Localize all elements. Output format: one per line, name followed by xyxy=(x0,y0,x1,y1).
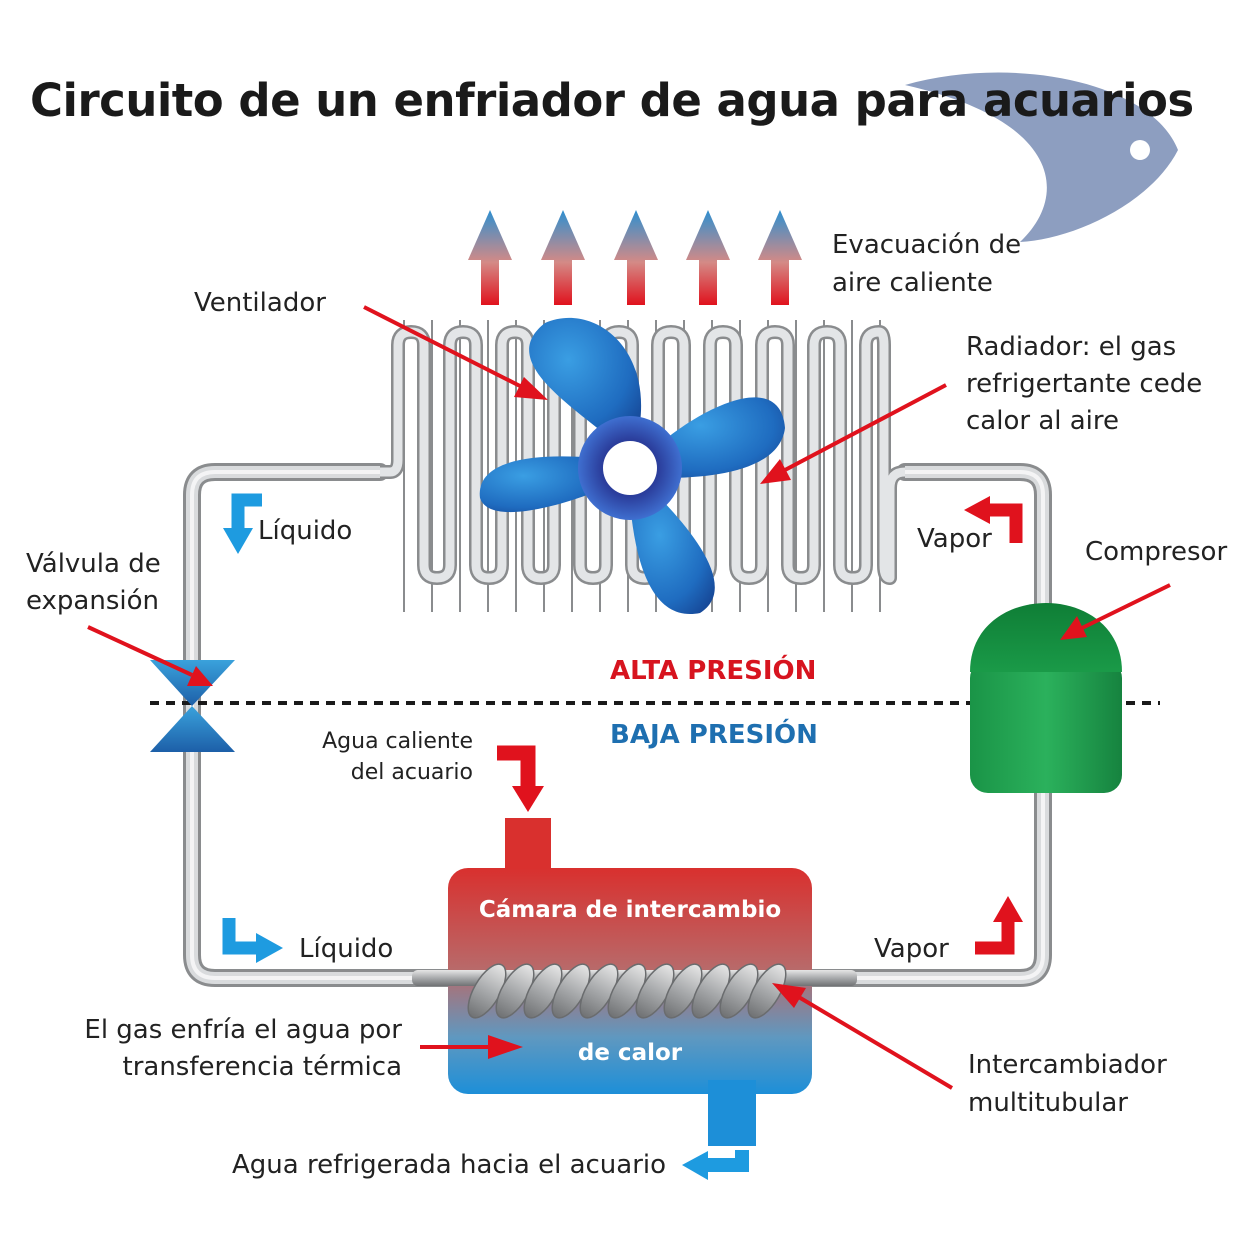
liquid-top-label: Líquido xyxy=(258,516,353,546)
fan-pointer-arrow-icon xyxy=(363,305,548,400)
vapor-flow-up-arrow-icon xyxy=(964,496,1023,543)
valve-label-line1: Válvula de xyxy=(26,549,161,579)
low-pressure-label: BAJA PRESIÓN xyxy=(610,720,818,750)
compressor-pointer-arrow-icon xyxy=(1060,583,1171,640)
vapor-top-label: Vapor xyxy=(917,524,992,554)
radiator-label-line1: Radiador: el gas xyxy=(966,332,1177,362)
pointer-arrows xyxy=(87,305,1171,1090)
exchanger-label-line2: multitubular xyxy=(968,1088,1128,1118)
compressor-icon xyxy=(970,603,1122,793)
cold-water-label: Agua refrigerada hacia el acuario xyxy=(232,1150,667,1180)
hot-water-inflow-arrow-icon xyxy=(497,745,544,812)
hot-water-label-line1: Agua caliente xyxy=(322,729,473,754)
chamber-label-line1: Cámara de intercambio xyxy=(478,897,782,923)
fan-icon xyxy=(479,317,785,615)
liquid-flow-right-arrow-icon xyxy=(222,918,283,963)
vapor-bottom-label: Vapor xyxy=(874,934,949,964)
hot-air-label-line1: Evacuación de xyxy=(832,230,1022,260)
radiator-pointer-arrow-icon xyxy=(760,383,947,484)
vapor-flow-up-right-arrow-icon xyxy=(975,896,1023,955)
page-title: Circuito de un enfriador de agua para ac… xyxy=(30,74,1194,127)
exchanger-pointer-arrow-icon xyxy=(772,983,954,1090)
radiator-label-line2: refrigertante cede xyxy=(966,369,1203,399)
compressor-label: Compresor xyxy=(1085,537,1228,567)
exchanger-label-line1: Intercambiador xyxy=(968,1050,1167,1080)
liquid-bottom-label: Líquido xyxy=(299,934,394,964)
radiator-label-line3: calor al aire xyxy=(966,406,1120,436)
cold-water-outflow-arrow-icon xyxy=(682,1150,749,1180)
gas-cools-label-line2: transferencia térmica xyxy=(122,1052,403,1082)
valve-label-line2: expansión xyxy=(26,586,159,616)
gas-cools-label-line1: El gas enfría el agua por xyxy=(84,1015,402,1045)
liquid-flow-down-arrow-icon xyxy=(223,493,262,554)
high-pressure-label: ALTA PRESIÓN xyxy=(610,656,817,686)
chamber-label-line2: de calor xyxy=(577,1040,683,1066)
valve-pointer-arrow-icon xyxy=(87,625,213,686)
fish-logo-icon xyxy=(905,72,1178,242)
gas-cools-pointer-arrow-icon xyxy=(420,1035,523,1059)
hot-air-arrows-icon xyxy=(468,210,802,305)
multitubular-coil-icon xyxy=(412,963,857,1019)
fan-label: Ventilador xyxy=(194,288,326,318)
hot-water-label-line2: del acuario xyxy=(350,760,473,785)
hot-air-label-line2: aire caliente xyxy=(832,268,993,298)
